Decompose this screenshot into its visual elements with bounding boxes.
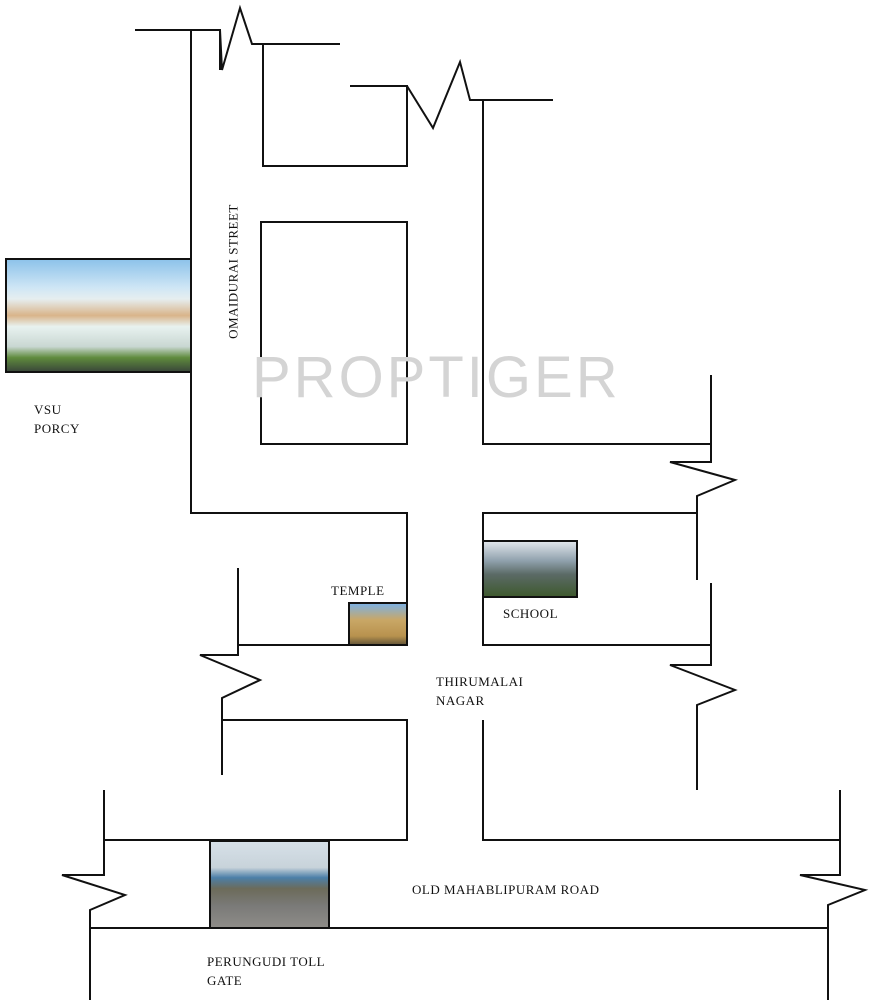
project-building-photo	[5, 258, 192, 373]
project-label-line1: VSU	[34, 402, 62, 417]
area-label-line1: THIRUMALAI	[436, 674, 524, 689]
toll-label: PERUNGUDI TOLL GATE	[207, 952, 325, 990]
area-label: THIRUMALAI NAGAR	[436, 672, 523, 710]
watermark: PROPTIGER	[252, 345, 621, 410]
street-label: OMAIDURAI STREET	[225, 204, 241, 339]
toll-label-line2: GATE	[207, 973, 243, 988]
project-label: VSU PORCY	[34, 400, 80, 438]
toll-gate-photo	[209, 840, 330, 929]
school-label: SCHOOL	[503, 606, 559, 621]
temple-photo	[348, 602, 408, 646]
area-label-line2: NAGAR	[436, 693, 485, 708]
toll-label-line1: PERUNGUDI TOLL	[207, 954, 326, 969]
project-label-line2: PORCY	[34, 421, 80, 436]
road-label: OLD MAHABLIPURAM ROAD	[412, 882, 600, 897]
road-lines	[61, 4, 869, 1000]
temple-label: TEMPLE	[331, 583, 385, 598]
school-photo	[482, 540, 578, 598]
